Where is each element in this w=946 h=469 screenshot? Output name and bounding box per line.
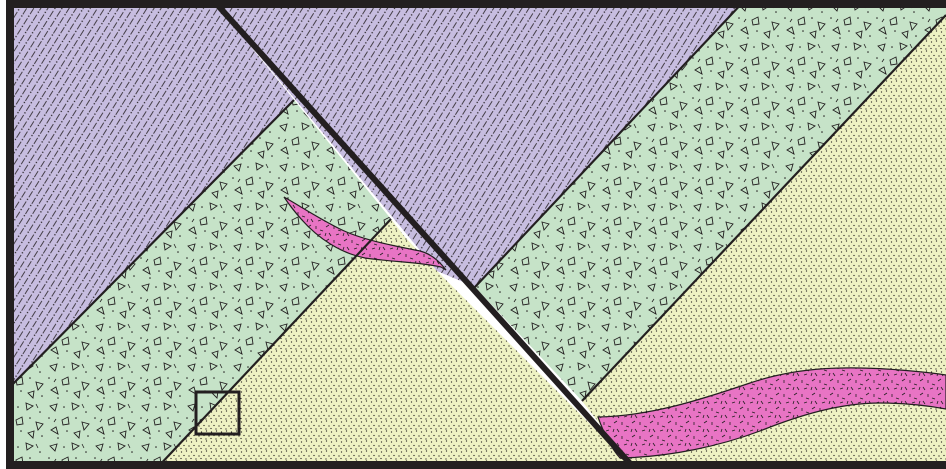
- cross-section-diagram: [0, 0, 946, 469]
